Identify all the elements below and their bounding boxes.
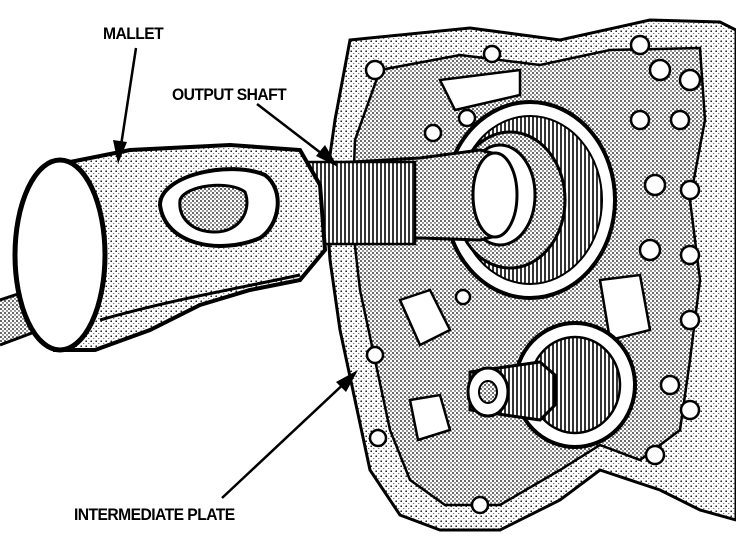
lower-shaft (466, 321, 637, 449)
output-shaft-leader (256, 103, 331, 161)
leader-arrows (113, 47, 358, 499)
mallet-arrowhead (113, 140, 127, 164)
output-shaft-label: OUTPUT SHAFT (172, 85, 287, 104)
plate-windows (398, 68, 652, 442)
intermediate-plate-arrowhead (336, 370, 358, 392)
mallet (0, 142, 328, 353)
output-shaft-arrowhead (316, 145, 338, 167)
plate-bolt-holes (364, 34, 702, 515)
intermediate-plate-leader (221, 377, 351, 499)
intermediate-plate-label: INTERMEDIATE PLATE (74, 505, 235, 524)
mallet-leader (118, 47, 138, 153)
mallet-label: MALLET (103, 24, 164, 43)
